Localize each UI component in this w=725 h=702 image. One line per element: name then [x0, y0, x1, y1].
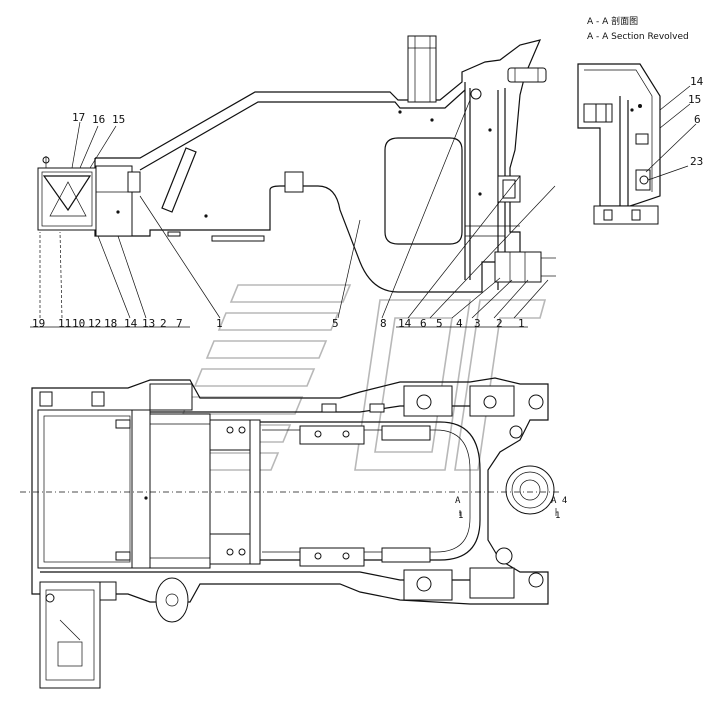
part-label-5-b: 5 [436, 317, 443, 330]
section-view [577, 63, 697, 225]
part-label-15: 15 [112, 113, 126, 126]
section-label-14: 14 [690, 75, 704, 88]
part-label-1-b: 1 [518, 317, 525, 330]
part-label-12: 12 [88, 317, 102, 330]
section-title-english: A - A Section Revolved [587, 32, 689, 42]
plan-right-label-1: 1 [555, 511, 561, 521]
part-label-6: 6 [420, 317, 427, 330]
section-label-6: 6 [694, 113, 701, 126]
part-label-16: 16 [92, 113, 106, 126]
part-label-14-a: 14 [124, 317, 138, 330]
part-label-11: 11 [58, 317, 72, 330]
plan-section-marker-1: 1 [458, 511, 464, 521]
part-label-2-a: 2 [160, 317, 167, 330]
part-label-7: 7 [176, 317, 183, 330]
part-label-1-a: 1 [216, 317, 223, 330]
part-label-19: 19 [32, 317, 46, 330]
part-label-14-b: 14 [398, 317, 412, 330]
part-label-3: 3 [474, 317, 481, 330]
part-label-13: 13 [142, 317, 156, 330]
part-label-5-a: 5 [332, 317, 339, 330]
plan-right-label-a4: A 4 [551, 496, 568, 506]
part-label-4: 4 [456, 317, 463, 330]
plan-view [20, 377, 560, 689]
section-title-chinese: A - A 剖面图 [587, 17, 639, 27]
part-label-8: 8 [380, 317, 387, 330]
part-label-18: 18 [104, 317, 118, 330]
part-label-17: 17 [72, 111, 86, 124]
part-label-2-b: 2 [496, 317, 503, 330]
side-view [30, 35, 556, 328]
section-label-15: 15 [688, 93, 702, 106]
section-label-23: 23 [690, 155, 704, 168]
plan-section-marker-a: A [455, 496, 461, 506]
part-label-10: 10 [72, 317, 86, 330]
